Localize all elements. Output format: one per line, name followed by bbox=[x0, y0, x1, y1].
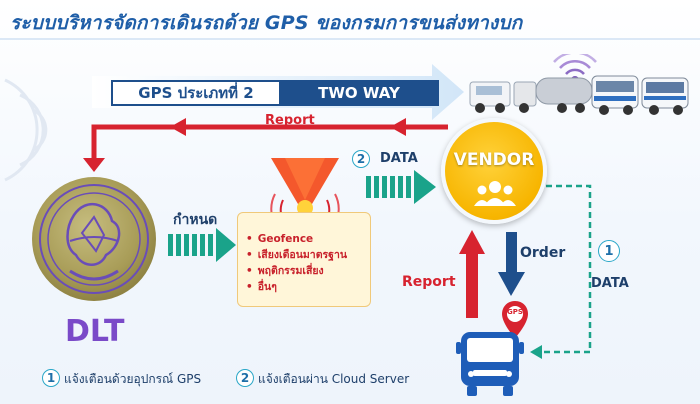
geofence-list: Geofence เสียงเตือนมาตรฐาน พฤติกรรมเสี่ย… bbox=[246, 231, 364, 295]
dlt-label: DLT bbox=[65, 314, 125, 349]
dashed-data-arrow bbox=[530, 184, 592, 359]
order-arrow-down bbox=[498, 232, 525, 296]
striped-arrow-data bbox=[366, 170, 436, 204]
geofence-item: พฤติกรรมเสี่ยง bbox=[246, 263, 364, 279]
title-divider bbox=[0, 38, 700, 40]
striped-arrow-kamnod bbox=[168, 228, 236, 262]
order-label: Order bbox=[520, 245, 566, 261]
decor-arcs-icon bbox=[4, 78, 48, 182]
report-arrow-up bbox=[459, 230, 485, 318]
geofence-item: เสียงเตือนมาตรฐาน bbox=[246, 247, 364, 263]
legend-number-badge: 1 bbox=[42, 369, 60, 387]
data-label-top: DATA bbox=[380, 151, 418, 166]
page-title: ระบบบริหารจัดการเดินรถด้วย GPS ของกรมการ… bbox=[10, 12, 523, 34]
gps-pin-icon bbox=[502, 301, 528, 338]
number-badge: 1 bbox=[598, 240, 620, 262]
number-badge: 2 bbox=[352, 150, 370, 168]
bus-front-icon bbox=[456, 332, 524, 396]
kamnod-label: กำหนด bbox=[173, 212, 218, 228]
data-label-right: DATA bbox=[591, 276, 629, 291]
vendor-label: VENDOR bbox=[453, 150, 535, 170]
vehicles-group bbox=[469, 75, 689, 115]
vendor-circle bbox=[441, 118, 547, 224]
emblem-icon bbox=[32, 177, 156, 301]
geofence-item: Geofence bbox=[246, 231, 364, 247]
truck-icon bbox=[469, 81, 511, 113]
users-icon bbox=[474, 181, 516, 206]
legend-text: แจ้งเตือนผ่าน Cloud Server bbox=[258, 372, 410, 386]
legend-text: แจ้งเตือนด้วยอุปกรณ์ GPS bbox=[64, 372, 202, 386]
report-label-top: Report bbox=[265, 113, 315, 128]
gps-pin-label: GPS bbox=[507, 308, 523, 316]
report-label-right: Report bbox=[402, 274, 456, 290]
bus-icon bbox=[641, 77, 689, 115]
legend-number-badge: 2 bbox=[236, 369, 254, 387]
tanker-truck-icon bbox=[513, 77, 593, 113]
two-way-label: TWO WAY bbox=[279, 80, 439, 106]
report-arrow-top bbox=[83, 118, 448, 172]
bus-icon bbox=[591, 75, 639, 115]
geofence-item: อื่นๆ bbox=[246, 279, 364, 295]
geofence-box: Geofence เสียงเตือนมาตรฐาน พฤติกรรมเสี่ย… bbox=[237, 212, 371, 307]
